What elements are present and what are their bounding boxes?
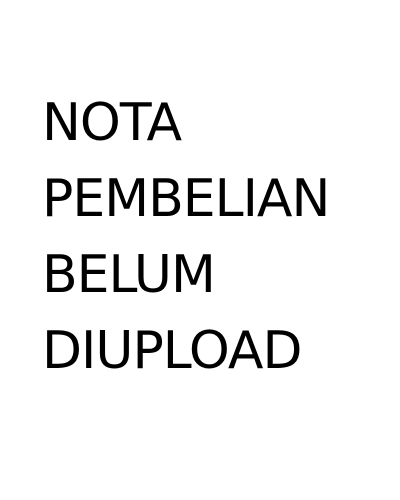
message-line-4: DIUPLOAD (42, 321, 303, 381)
message-line-3: BELUM (42, 245, 216, 305)
message-line-2: PEMBELIAN (42, 169, 330, 229)
message-line-1: NOTA (42, 93, 182, 153)
upload-status-message: NOTA PEMBELIAN BELUM DIUPLOAD (42, 85, 330, 389)
